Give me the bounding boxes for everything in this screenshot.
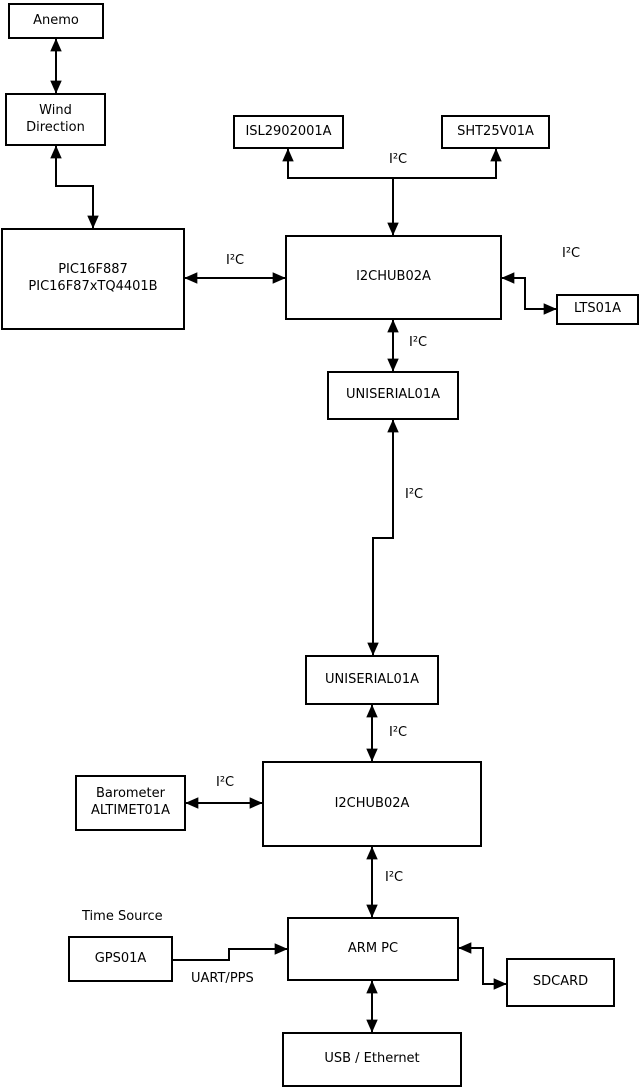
node-usb-ethernet: USB / Ethernet xyxy=(282,1032,462,1087)
edge-label-i2c-uniserial-link: I²C xyxy=(405,487,424,502)
edge-hub1-lts xyxy=(501,272,557,315)
edge-label-i2c-uniserial2-hub2: I²C xyxy=(389,725,408,740)
edge-label-i2c-hub1-sensors: I²C xyxy=(389,152,408,167)
edge-label-i2c-hub2-armpc: I²C xyxy=(385,870,404,885)
annotation-time-source: Time Source xyxy=(82,909,163,924)
edge-armpc-sdcard xyxy=(458,942,507,990)
node-sht25v01a: SHT25V01A xyxy=(441,115,550,149)
node-gps01a: GPS01A xyxy=(68,936,173,982)
node-uniserial01a-2: UNISERIAL01A xyxy=(305,655,439,705)
edge-label-i2c-pic-hub1: I²C xyxy=(226,253,245,268)
node-pic16f887: PIC16F887 PIC16F87xTQ4401B xyxy=(1,228,185,330)
edge-uniserial1-uniserial2 xyxy=(367,419,399,656)
edge-label-i2c-hub1-uniserial1: I²C xyxy=(409,335,428,350)
node-lts01a: LTS01A xyxy=(556,294,639,325)
node-arm-pc: ARM PC xyxy=(287,917,459,981)
node-isl2902001a: ISL2902001A xyxy=(233,115,344,149)
edge-gps-armpc xyxy=(173,943,288,961)
node-i2chub02a-1: I2CHUB02A xyxy=(285,235,502,320)
node-i2chub02a-2: I2CHUB02A xyxy=(262,761,482,847)
edge-label-i2c-hub1-lts: I²C xyxy=(562,246,581,261)
node-wind-direction: Wind Direction xyxy=(5,93,106,146)
edge-wind-pic xyxy=(50,145,99,229)
edge-label-i2c-barometer-hub2: I²C xyxy=(216,775,235,790)
edge-label-uart-pps: UART/PPS xyxy=(191,971,254,986)
node-sdcard: SDCARD xyxy=(506,958,615,1007)
node-uniserial01a-1: UNISERIAL01A xyxy=(327,371,459,420)
node-barometer: Barometer ALTIMET01A xyxy=(75,775,186,831)
node-anemo: Anemo xyxy=(8,3,104,39)
